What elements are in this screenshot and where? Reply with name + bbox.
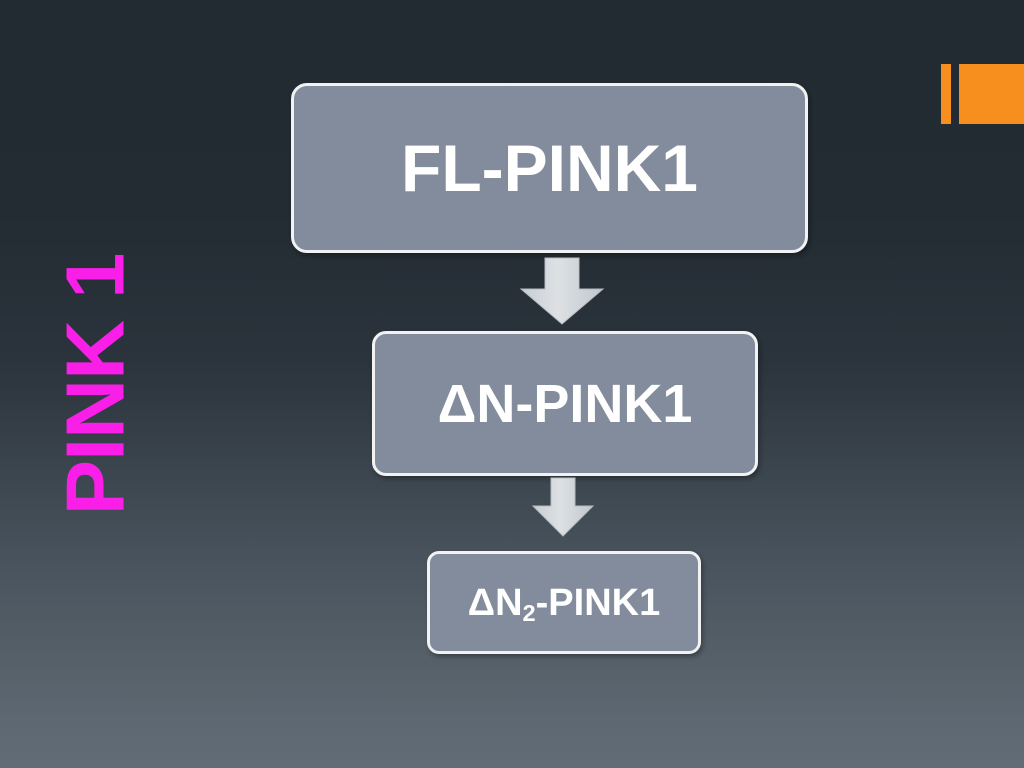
flow-node-dn-pink1-label: ΔN-PINK1	[437, 373, 693, 434]
flow-node-dn2-pink1-label-prefix: ΔN	[467, 581, 523, 624]
flow-node-fl-pink1-label: FL-PINK1	[401, 131, 698, 205]
flow-node-dn2-pink1[interactable]: ΔN2-PINK1	[427, 551, 701, 654]
vertical-section-title: PINK 1	[0, 0, 190, 768]
vertical-section-title-text: PINK 1	[48, 253, 142, 515]
flow-node-dn2-pink1-label: ΔN2-PINK1	[467, 581, 661, 625]
flow-node-dn-pink1[interactable]: ΔN-PINK1	[372, 331, 758, 476]
flow-node-dn2-pink1-subscript: 2	[522, 599, 536, 626]
flow-node-fl-pink1[interactable]: FL-PINK1	[291, 83, 808, 253]
flow-node-dn2-pink1-label-suffix: -PINK1	[535, 581, 661, 624]
down-arrow-icon-2	[531, 476, 595, 543]
down-arrow-icon-1	[519, 256, 605, 331]
orange-thin-bar-icon	[941, 64, 951, 124]
orange-block-bar-icon	[959, 64, 1024, 124]
